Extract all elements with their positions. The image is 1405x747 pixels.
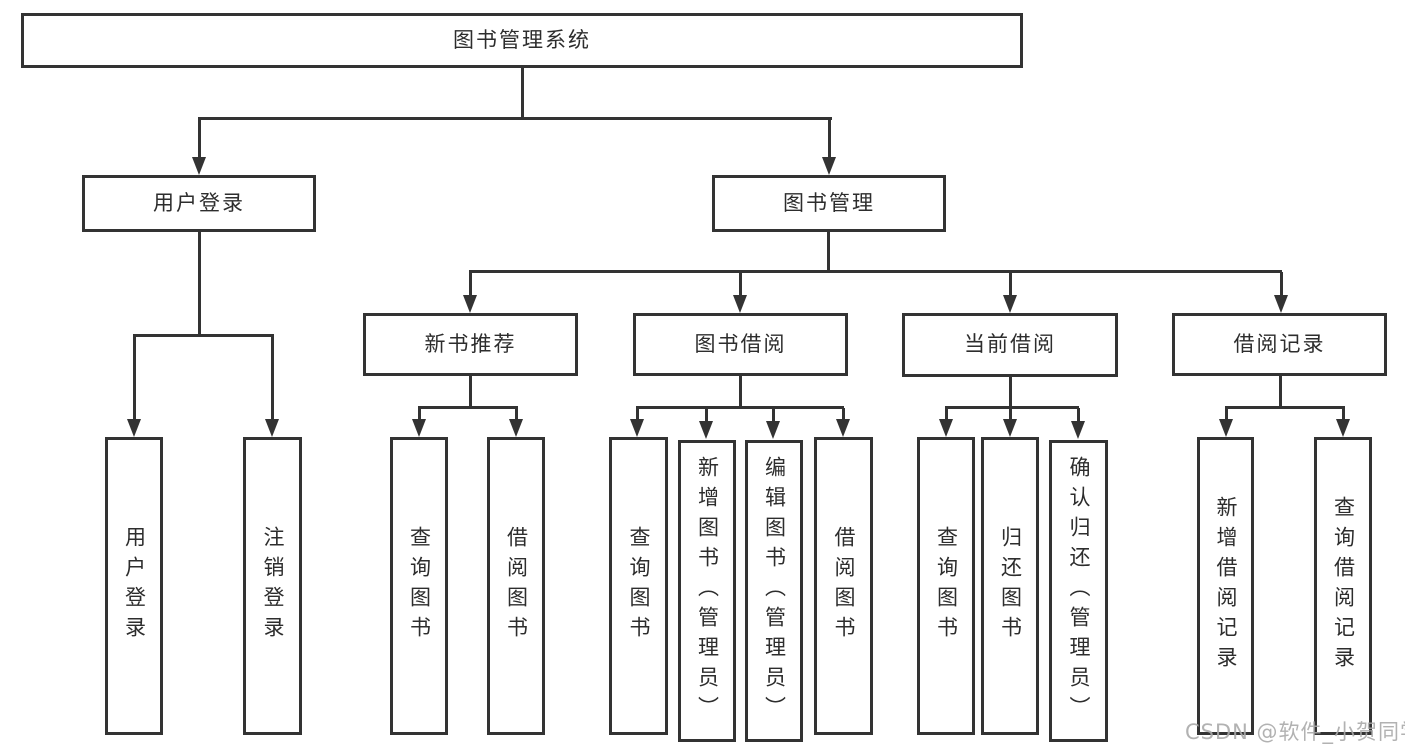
arrowhead-to-query-book-current <box>939 408 953 437</box>
connector-user-login-rail <box>133 334 274 337</box>
arrowhead-to-query-book-borrow <box>630 408 644 437</box>
connector-borrow-records-stem <box>1279 376 1282 408</box>
arrowhead-to-logout <box>265 336 279 437</box>
connector-book-mgmt-rail <box>469 270 1282 273</box>
arrowhead-to-borrow-book-borrow <box>836 408 850 437</box>
node-borrow-records: 借阅记录 <box>1172 313 1387 376</box>
node-query-borrow-record: 查询借阅记录 <box>1314 437 1372 735</box>
arrowhead-to-borrow-records <box>1274 272 1288 313</box>
arrowhead-to-login <box>127 336 141 437</box>
arrowhead-to-user-login <box>192 118 206 175</box>
arrowhead-to-current-borrow <box>1003 272 1017 313</box>
arrowhead-to-confirm-return <box>1071 408 1085 439</box>
connector-book-borrow-stem <box>739 376 742 408</box>
arrowhead-to-book-mgmt <box>822 118 836 175</box>
connector-root-stem <box>521 68 524 118</box>
connector-user-login-stem <box>198 232 201 335</box>
connector-borrow-records-rail <box>1225 406 1345 409</box>
node-edit-book-admin: 编辑图书（管理员） <box>745 440 803 742</box>
watermark: CSDN @软件_小贺同学 <box>1185 720 1405 744</box>
node-query-book-rec: 查询图书 <box>390 437 448 735</box>
connector-current-borrow-stem <box>1009 377 1012 408</box>
node-borrow-book-rec: 借阅图书 <box>487 437 545 735</box>
connector-root-rail <box>198 117 832 120</box>
connector-book-borrow-rail <box>636 406 844 409</box>
node-confirm-return-admin: 确认归还（管理员） <box>1049 440 1108 742</box>
node-root: 图书管理系统 <box>21 13 1023 68</box>
node-add-book-admin: 新增图书（管理员） <box>678 440 736 742</box>
arrowhead-to-query-borrow-record <box>1336 408 1350 437</box>
node-user-login: 用户登录 <box>82 175 316 232</box>
node-current-borrow: 当前借阅 <box>902 313 1118 377</box>
arrowhead-to-return-book <box>1003 408 1017 437</box>
node-book-borrow: 图书借阅 <box>633 313 848 376</box>
arrowhead-to-new-book-rec <box>463 272 477 313</box>
arrowhead-to-edit-book-admin <box>766 408 780 439</box>
node-return-book: 归还图书 <box>981 437 1039 735</box>
arrowhead-to-query-book-rec <box>412 408 426 437</box>
arrowhead-to-book-borrow <box>733 272 747 313</box>
connector-current-borrow-rail <box>945 406 1079 409</box>
node-query-book-current: 查询图书 <box>917 437 975 735</box>
node-add-borrow-record: 新增借阅记录 <box>1197 437 1254 735</box>
arrowhead-to-borrow-book-rec <box>509 408 523 437</box>
arrowhead-to-add-book-admin <box>699 408 713 439</box>
node-new-book-rec: 新书推荐 <box>363 313 578 376</box>
node-query-book-borrow: 查询图书 <box>609 437 668 735</box>
connector-new-book-rec-stem <box>469 376 472 408</box>
node-login: 用户登录 <box>105 437 163 735</box>
connector-new-book-rec-rail <box>418 406 518 409</box>
node-logout: 注销登录 <box>243 437 302 735</box>
node-borrow-book-borrow: 借阅图书 <box>814 437 873 735</box>
arrowhead-to-add-borrow-record <box>1219 408 1233 437</box>
connector-book-mgmt-stem <box>827 232 830 272</box>
node-book-mgmt: 图书管理 <box>712 175 946 232</box>
